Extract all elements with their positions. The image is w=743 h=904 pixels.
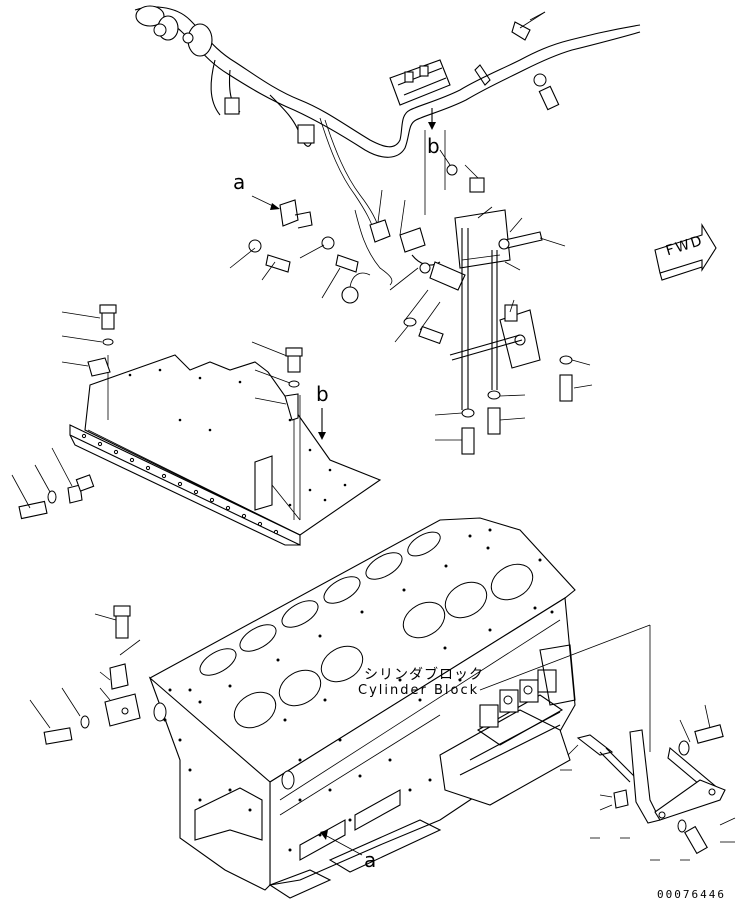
reference-label-b: b (427, 134, 440, 158)
plate-holes (81, 368, 347, 535)
sensor-brackets (248, 164, 573, 455)
fuel-injection-pump (439, 644, 576, 806)
reference-label-a: a (364, 848, 377, 872)
right-brackets (567, 690, 726, 855)
fwd-arrow-icon (654, 223, 717, 281)
reference-label-b: b (316, 382, 329, 406)
cylinder-bores (199, 531, 534, 729)
wiring-harness (134, 5, 641, 236)
left-fasteners (29, 605, 141, 745)
leader-lines-upper (229, 11, 593, 441)
reference-arrow-a-lower (320, 830, 363, 856)
block-bolt-holes (163, 528, 554, 852)
reference-label-a: a (233, 170, 246, 194)
leader-lines-mid (11, 311, 291, 509)
leader-dashes (560, 769, 736, 861)
cylinder-block-label-jp: シリンダブロック (364, 667, 484, 683)
cylinder-block (148, 517, 651, 899)
document-number: 00076446 (657, 888, 726, 901)
cover-plate (18, 304, 382, 546)
cylinder-block-label-en: Cylinder Block (358, 683, 480, 698)
